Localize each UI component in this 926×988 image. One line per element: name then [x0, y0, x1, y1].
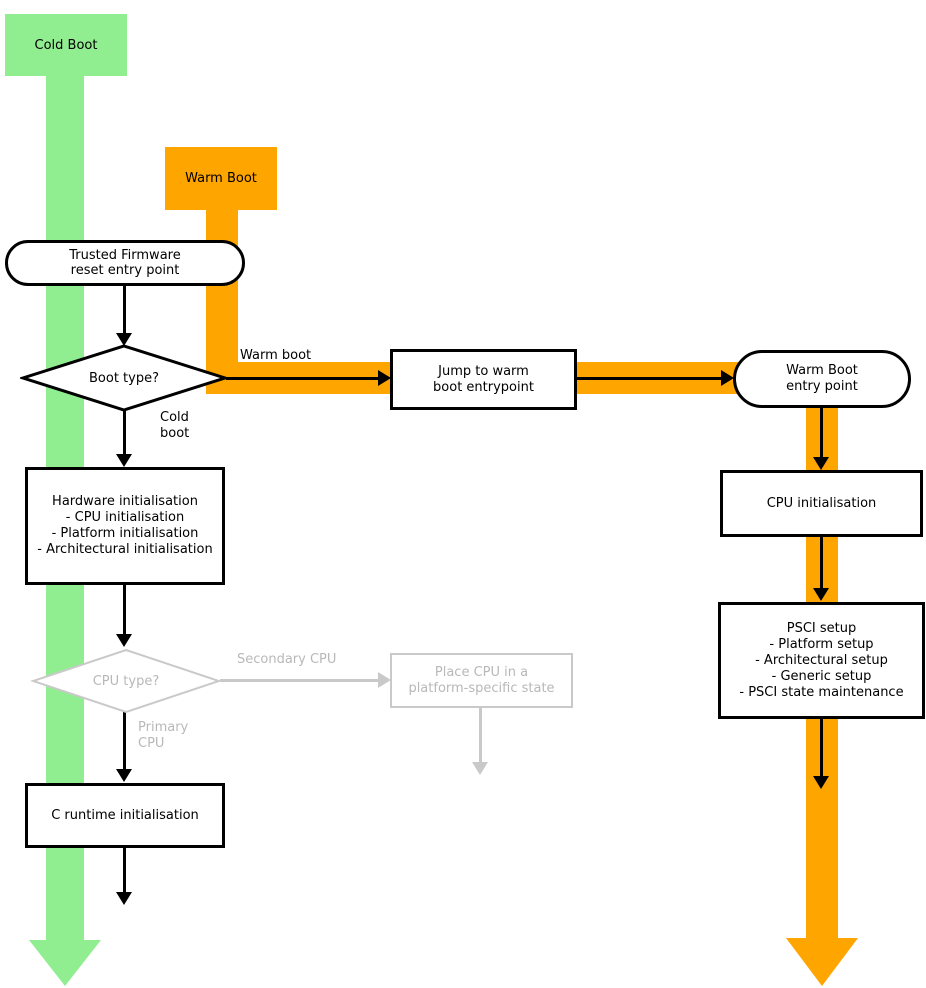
warm-boot-flow-arrowhead	[786, 938, 858, 986]
arrow-below-placecpu-line	[479, 708, 482, 763]
hardware-init-line1: Hardware initialisation	[52, 494, 198, 509]
arrow-jump-to-warmentry-line	[577, 377, 723, 380]
jump-warm-line1: Jump to warm	[438, 363, 529, 379]
place-cpu-node: Place CPU in a platform-specific state	[390, 653, 573, 708]
arrow-cputype-to-cruntime-head	[116, 769, 132, 782]
primary-cpu-edge-label-line2: CPU	[138, 736, 165, 751]
arrow-cpuinit-to-psci-head	[813, 588, 829, 601]
arrow-below-cruntime-line	[123, 848, 126, 893]
place-cpu-line2: platform-specific state	[408, 680, 555, 696]
warm-boot-edge-label: Warm boot	[240, 348, 312, 363]
arrow-warmentry-to-cpuinit-head	[813, 457, 829, 470]
cold-boot-badge: Cold Boot	[5, 14, 127, 76]
warm-entry-line2: entry point	[786, 379, 858, 394]
jump-warm-boot-node: Jump to warm boot entrypoint	[390, 349, 577, 410]
c-runtime-node: C runtime initialisation	[25, 783, 225, 848]
reset-entry-node: Trusted Firmware reset entry point	[5, 240, 245, 286]
jump-warm-line2: boot entrypoint	[433, 379, 534, 395]
arrow-warmentry-to-cpuinit-line	[820, 405, 823, 459]
primary-cpu-edge-label-line1: Primary	[138, 720, 189, 735]
cold-boot-edge-label-line1: Cold	[160, 410, 189, 425]
primary-cpu-edge-label: Primary CPU	[138, 720, 188, 752]
psci-setup-node: PSCI setup - Platform setup - Architectu…	[718, 602, 925, 719]
warm-boot-badge: Warm Boot	[165, 147, 277, 210]
warm-entry-line1: Warm Boot	[786, 363, 858, 378]
c-runtime-label: C runtime initialisation	[51, 807, 199, 823]
psci-line4: - Generic setup	[771, 668, 872, 684]
reset-entry-line1: Trusted Firmware	[69, 248, 181, 263]
psci-line1: PSCI setup	[786, 620, 857, 636]
cpu-type-diamond	[30, 648, 222, 714]
cpu-init-label: CPU initialisation	[766, 495, 877, 511]
arrow-cputype-to-placecpu-line	[220, 679, 380, 682]
warm-boot-entry-node: Warm Boot entry point	[733, 350, 911, 408]
secondary-cpu-edge-label: Secondary CPU	[237, 652, 337, 667]
arrow-below-psci-line	[820, 719, 823, 777]
arrow-jump-to-warmentry-head	[721, 370, 734, 386]
arrow-cputype-to-cruntime-line	[123, 712, 126, 770]
psci-line3: - Architectural setup	[755, 652, 888, 668]
boot-type-diamond	[20, 344, 228, 412]
arrow-boottype-to-jump-head	[378, 370, 391, 386]
arrow-boottype-to-jump-line	[226, 377, 380, 380]
hardware-init-node: Hardware initialisation - CPU initialisa…	[25, 467, 225, 585]
hardware-init-line4: - Architectural initialisation	[37, 542, 213, 557]
arrow-reset-to-boottype-line	[123, 284, 126, 334]
cold-boot-edge-label-line2: boot	[160, 426, 190, 441]
arrow-cpuinit-to-psci-line	[820, 537, 823, 589]
cpu-type-label: CPU type?	[92, 673, 160, 689]
hardware-init-line2: - CPU initialisation	[65, 510, 185, 525]
arrow-hardware-to-cputype-line	[123, 585, 126, 635]
arrow-hardware-to-cputype-head	[116, 634, 132, 647]
arrow-below-psci-head	[813, 776, 829, 789]
boot-type-label: Boot type?	[89, 370, 159, 386]
hardware-init-line3: - Platform initialisation	[51, 526, 199, 541]
reset-entry-line2: reset entry point	[70, 263, 180, 278]
arrow-boottype-to-hardware-head	[116, 454, 132, 467]
place-cpu-line1: Place CPU in a	[434, 664, 529, 680]
arrow-reset-to-boottype-head	[116, 333, 132, 346]
cold-boot-edge-label: Cold boot	[160, 410, 189, 442]
cold-boot-flow-arrowhead	[29, 940, 101, 986]
psci-line2: - Platform setup	[769, 636, 874, 652]
arrow-cputype-to-placecpu-head	[378, 672, 391, 688]
cold-boot-badge-label: Cold Boot	[34, 37, 98, 53]
arrow-boottype-to-hardware-line	[123, 410, 126, 456]
arrow-below-placecpu-head	[472, 762, 488, 775]
arrow-below-cruntime-head	[116, 892, 132, 905]
cpu-init-node: CPU initialisation	[720, 470, 923, 537]
warm-boot-badge-label: Warm Boot	[185, 171, 257, 186]
psci-line5: - PSCI state maintenance	[739, 684, 904, 700]
